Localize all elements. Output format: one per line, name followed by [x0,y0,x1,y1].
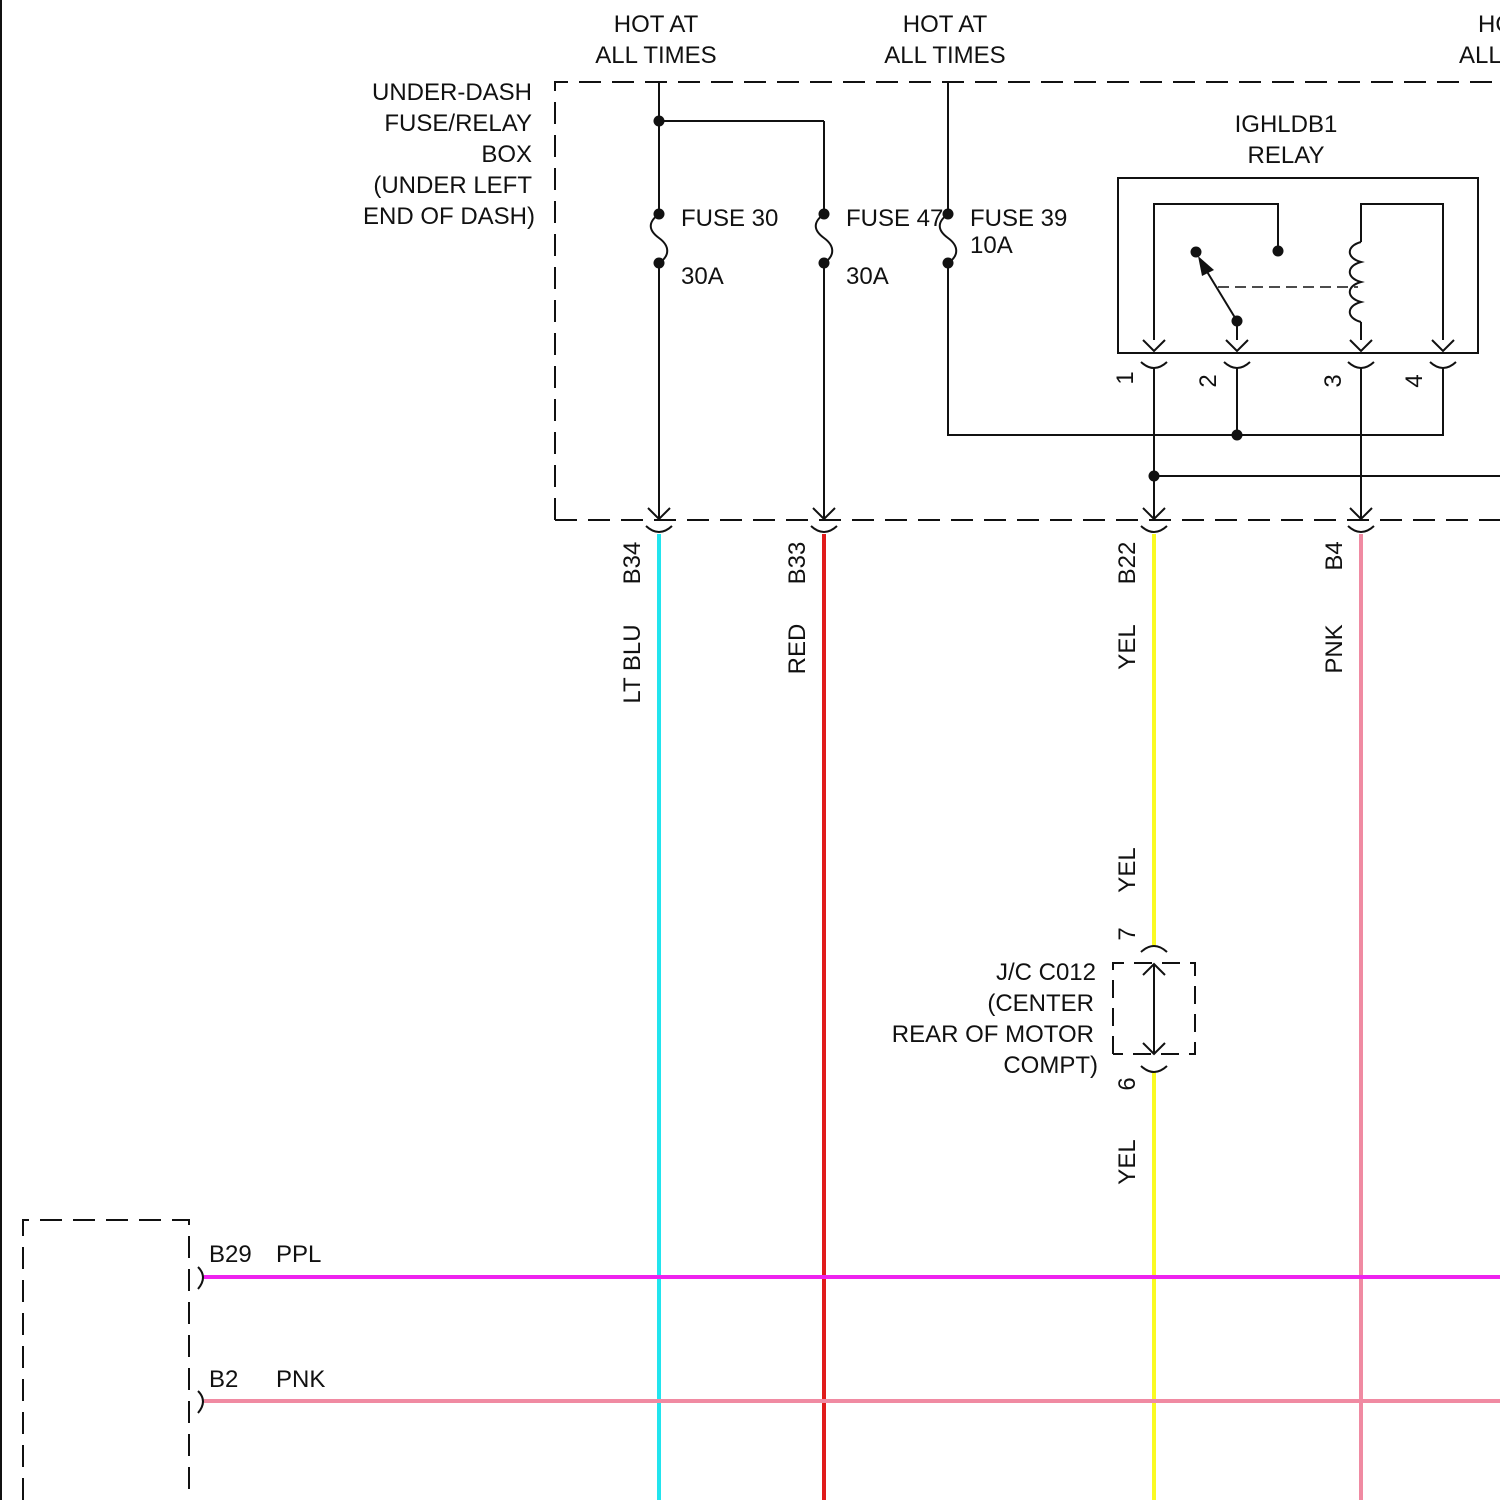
wire-color-pnk: PNK [1321,624,1348,673]
fuse-30-symbol [651,214,668,263]
relay-output-wiring [1149,368,1500,520]
bottom-wire-color-pnk: PNK [276,1366,325,1393]
bottom-component-outline [23,1220,189,1500]
fuse-30-rating: 30A [681,263,724,290]
connector-pin-b22: B22 [1114,542,1141,585]
svg-text:END OF DASH): END OF DASH) [363,203,535,230]
connector-pin-b34: B34 [619,542,646,585]
bottom-wire-connectors [198,1267,203,1413]
connector-pin-b33: B33 [784,542,811,585]
bottom-pin-b2: B2 [209,1366,238,1393]
svg-text:COMPT): COMPT) [1003,1052,1098,1079]
relay-pin-2: 2 [1195,374,1222,387]
relay-title: IGHLDB1 [1235,111,1338,138]
svg-text:HOT AT: HOT AT [903,11,988,38]
svg-text:HOT AT: HOT AT [614,11,699,38]
fuse-box-label: UNDER-DASH FUSE/RELAY BOX (UNDER LEFT EN… [363,79,535,230]
fuse-47-symbol [816,214,833,263]
connector-pin-b4: B4 [1321,541,1348,570]
svg-text:J/C C012: J/C C012 [996,959,1096,986]
fuse-30-name: FUSE 30 [681,205,778,232]
junction-connector [1113,946,1195,1072]
svg-text:BOX: BOX [481,141,532,168]
junction-pin-top: 7 [1114,927,1141,940]
wire-color-lt-blu: LT BLU [619,624,646,703]
junction-pin-bottom: 6 [1114,1077,1141,1090]
relay-coil [1350,242,1361,322]
wire-color-yel: YEL [1114,624,1141,669]
fuse-47-name: FUSE 47 [846,205,943,232]
svg-text:REAR OF MOTOR: REAR OF MOTOR [892,1021,1094,1048]
relay-pin-1: 1 [1112,371,1139,384]
svg-text:ALL TIMES: ALL TIMES [884,42,1005,69]
relay-internals [1154,204,1443,340]
fuse-30-circuit [651,82,824,520]
relay-switch-arrow [1198,256,1214,276]
fuse-47-rating: 30A [846,263,889,290]
svg-text:(UNDER LEFT: (UNDER LEFT [373,172,532,199]
svg-text:ALL TIMES: ALL TIMES [595,42,716,69]
junction-wire-label-bottom: YEL [1114,1139,1141,1184]
fuse-39-name: FUSE 39 [970,205,1067,232]
junction-label: J/C C012 (CENTER REAR OF MOTOR COMPT) [892,959,1098,1079]
relay-switch-arm [1206,270,1237,321]
power-label-3: HO ALL [1459,11,1500,69]
svg-text:ALL: ALL [1459,42,1500,69]
bottom-wire-color-ppl: PPL [276,1241,321,1268]
relay-pin-3: 3 [1320,374,1347,387]
power-label-2: HOT AT ALL TIMES [884,11,1005,69]
junction-wire-label-top: YEL [1114,847,1141,892]
svg-text:FUSE/RELAY: FUSE/RELAY [384,110,532,137]
fuse-39-rating: 10A [970,232,1013,259]
relay-pin-4: 4 [1401,374,1428,387]
svg-text:UNDER-DASH: UNDER-DASH [372,79,532,106]
relay-subtitle: RELAY [1248,142,1325,169]
bottom-pin-b29: B29 [209,1241,252,1268]
svg-text:(CENTER: (CENTER [987,990,1094,1017]
fuse-47-circuit [816,121,833,520]
wire-color-red: RED [784,624,811,675]
svg-text:HO: HO [1478,11,1500,38]
power-label-1: HOT AT ALL TIMES [595,11,716,69]
fuse-39-circuit [940,82,1443,441]
